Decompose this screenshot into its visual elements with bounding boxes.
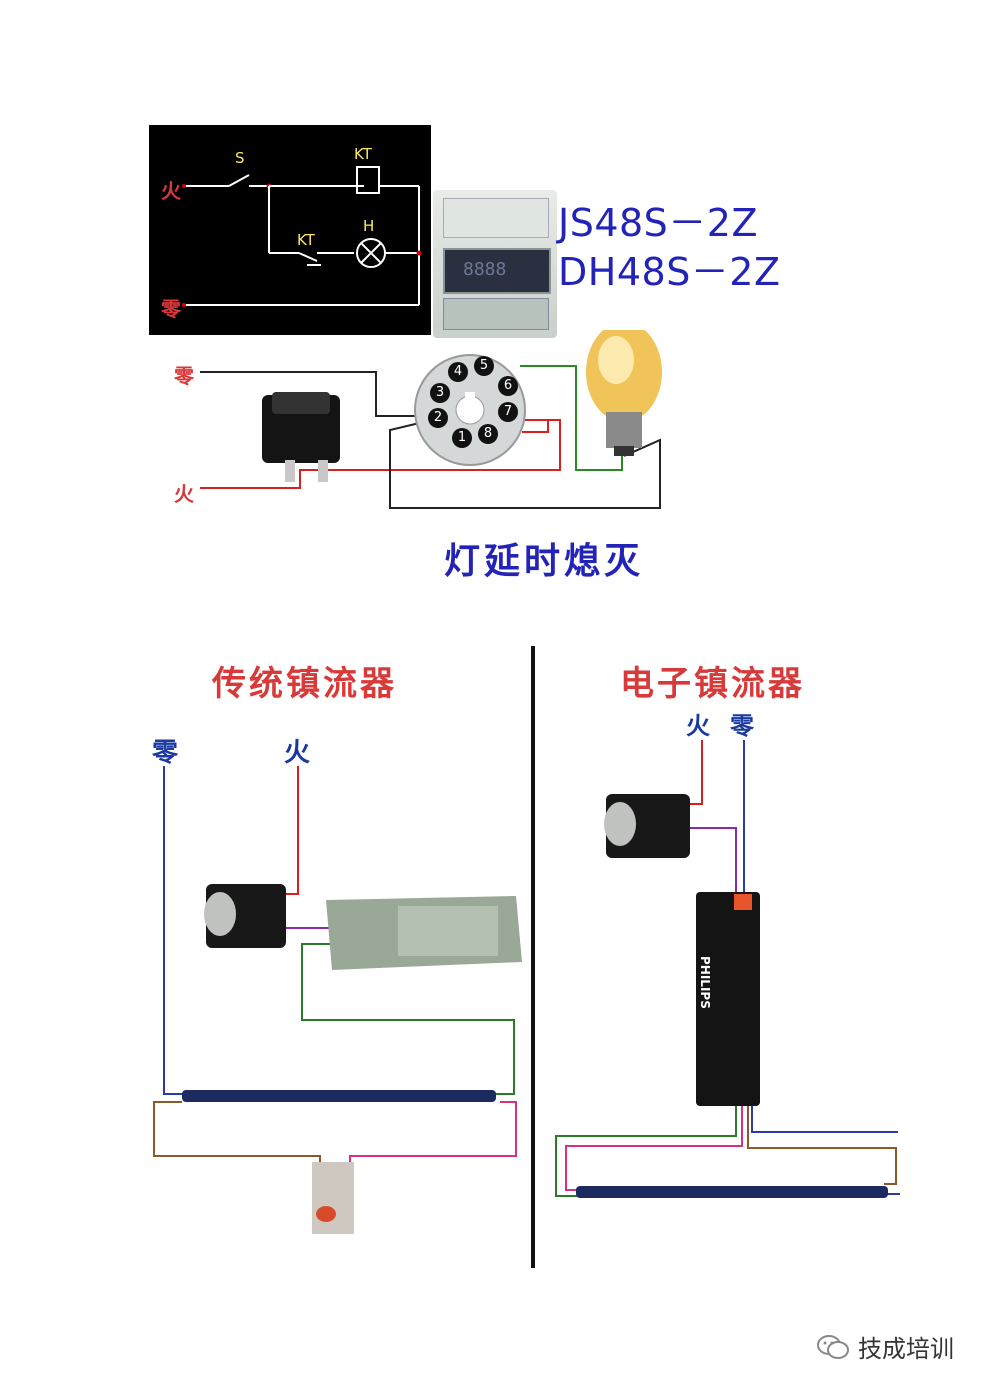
title-electronic-ballast: 电子镇流器 xyxy=(620,664,805,704)
socket-pin-4: 4 xyxy=(448,362,468,382)
socket-pin-7: 7 xyxy=(498,402,518,422)
timer-wiring-diagram xyxy=(200,330,662,509)
wire-return-black xyxy=(389,419,661,509)
wiring-label-zero: 零 xyxy=(174,364,194,388)
schematic-label-s: S xyxy=(235,149,245,167)
model-label-js48s: JS48S－2Z xyxy=(558,201,759,245)
light-bulb-image xyxy=(586,330,662,456)
left-wire-brown xyxy=(153,1101,321,1166)
left-fluorescent-tube xyxy=(182,1090,496,1102)
socket-pin-1: 1 xyxy=(452,428,472,448)
right-fluorescent-tube xyxy=(576,1186,888,1198)
left-wire-green xyxy=(301,943,515,1095)
timer-display: 8888 xyxy=(443,248,551,294)
wire-green xyxy=(520,365,623,471)
schematic-label-kt-coil: KT xyxy=(354,145,372,163)
right-label-fire: 火 xyxy=(686,712,710,740)
right-label-zero: 零 xyxy=(730,712,754,740)
wire-fire-red xyxy=(200,419,561,489)
wiring-label-fire: 火 xyxy=(174,482,194,506)
model-label-dh48s: DH48S－2Z xyxy=(558,250,781,294)
schematic-label-h: H xyxy=(363,217,375,235)
rocker-switch-image xyxy=(262,392,340,482)
schematic-diagram xyxy=(182,166,422,307)
schematic-label-fire: 火 xyxy=(161,179,181,203)
electronic-ballast-image xyxy=(696,892,760,1106)
left-wire-zero-blue xyxy=(163,766,190,1095)
schematic-label-zero: 零 xyxy=(161,297,181,321)
wire-zero-black xyxy=(200,371,430,417)
socket-pin-5: 5 xyxy=(474,356,494,376)
right-switch-image xyxy=(604,794,690,858)
wechat-icon xyxy=(817,1334,849,1359)
timer-dial-switches xyxy=(443,298,549,330)
footer-brand: 技成培训 xyxy=(816,1329,954,1364)
right-wire-brown xyxy=(747,1106,897,1185)
caption-light-delay-off: 灯延时熄灭 xyxy=(444,541,645,582)
kt-contact-symbol xyxy=(298,252,318,262)
traditional-ballast-image xyxy=(326,896,522,970)
timer-relay-image: 8888 xyxy=(433,190,557,338)
socket-pin-2: 2 xyxy=(428,408,448,428)
socket-pin-8: 8 xyxy=(478,424,498,444)
ballast-brand-label: PHILIPS xyxy=(698,956,712,1009)
right-wire-pink xyxy=(565,1106,743,1191)
title-traditional-ballast: 传统镇流器 xyxy=(212,664,397,704)
socket-pin-3: 3 xyxy=(430,383,450,403)
section-divider xyxy=(531,646,535,1268)
right-wire-purple xyxy=(690,827,737,898)
socket-pin-6: 6 xyxy=(498,376,518,396)
kt-coil-symbol xyxy=(356,166,380,194)
left-label-fire: 火 xyxy=(284,738,311,768)
left-label-zero: 零 xyxy=(152,738,179,768)
footer-brand-text: 技成培训 xyxy=(858,1335,954,1363)
right-wire-green xyxy=(555,1106,737,1197)
switch-s-symbol xyxy=(228,174,250,187)
starter-image xyxy=(312,1162,354,1234)
timer-display-digits: 8888 xyxy=(463,259,507,280)
schematic-panel: 火 零 S KT H KT xyxy=(149,125,431,335)
left-wire-pink xyxy=(349,1101,517,1166)
timer-relay-label-plate xyxy=(443,198,549,238)
left-switch-image xyxy=(204,884,286,948)
schematic-label-kt-contact: KT xyxy=(297,231,315,249)
